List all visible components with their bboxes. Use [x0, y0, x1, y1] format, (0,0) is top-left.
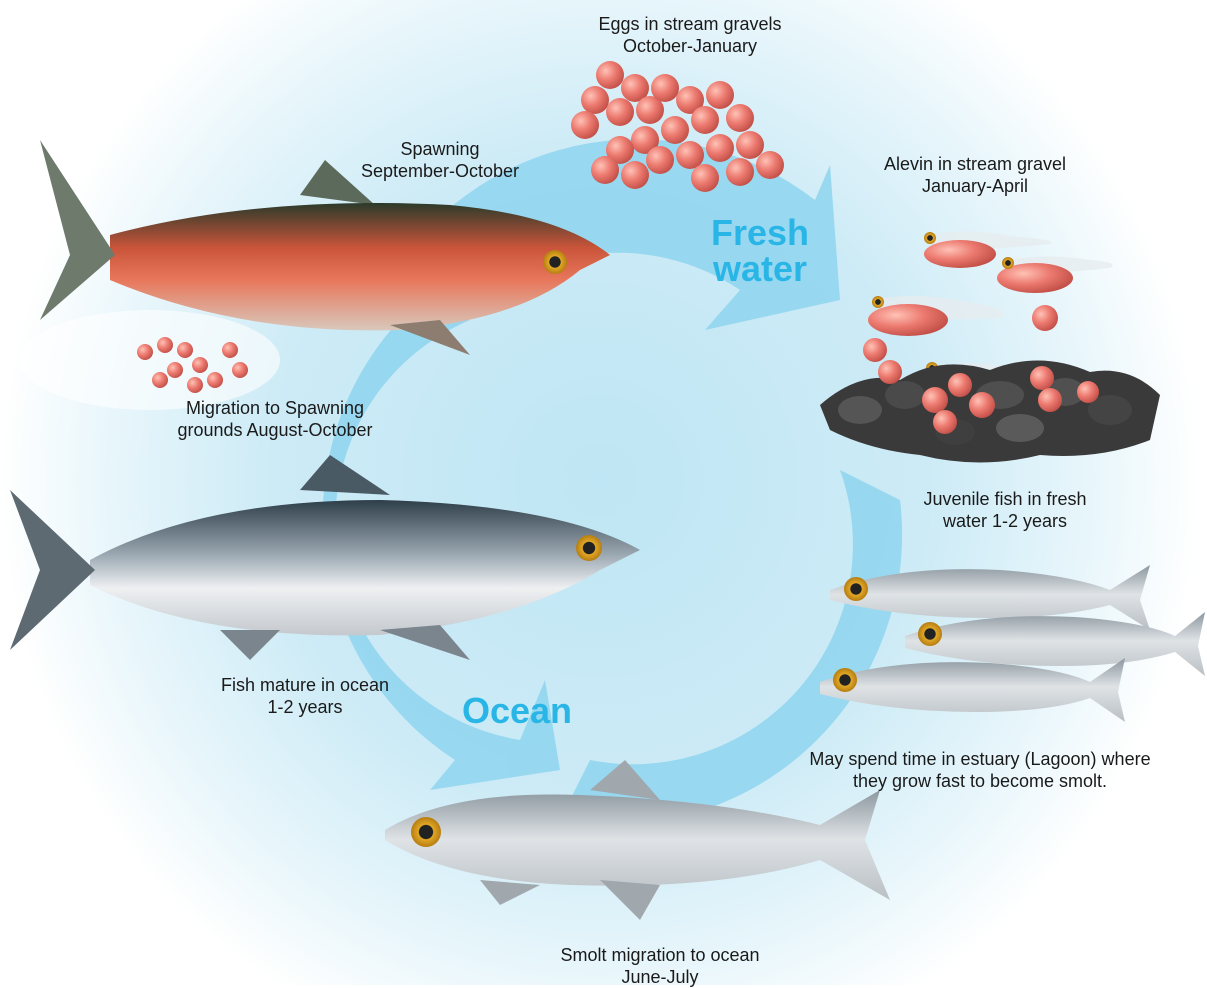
eggs-label-line1: Eggs in stream gravels [540, 13, 840, 35]
mature-label-line2: 1-2 years [185, 696, 425, 718]
eggs-label-line2: October-January [540, 35, 840, 57]
spawning-label: Spawning September-October [320, 138, 560, 182]
fresh-word: Fresh [700, 215, 820, 251]
migration-label-line2: grounds August-October [140, 419, 410, 441]
ocean-word: Ocean [452, 693, 582, 729]
alevin-label-line1: Alevin in stream gravel [845, 153, 1105, 175]
juvenile-label-line2: water 1-2 years [890, 510, 1120, 532]
alevin-label: Alevin in stream gravel January-April [845, 153, 1105, 197]
fresh-water-label: Fresh water [700, 215, 820, 287]
juvenile-label: Juvenile fish in fresh water 1-2 years [890, 488, 1120, 532]
juvenile-label-line1: Juvenile fish in fresh [890, 488, 1120, 510]
migration-label: Migration to Spawning grounds August-Oct… [140, 397, 410, 441]
alevin-label-line2: January-April [845, 175, 1105, 197]
ocean-label: Ocean [452, 693, 582, 729]
estuary-label-line2: they grow fast to become smolt. [760, 770, 1200, 792]
estuary-label: May spend time in estuary (Lagoon) where… [760, 748, 1200, 792]
migration-eggs [20, 310, 280, 410]
spawning-label-line1: Spawning [320, 138, 560, 160]
water-word: water [700, 251, 820, 287]
mature-label-line1: Fish mature in ocean [185, 674, 425, 696]
eggs-label: Eggs in stream gravels October-January [540, 13, 840, 57]
spawning-label-line2: September-October [320, 160, 560, 182]
migration-label-line1: Migration to Spawning [140, 397, 410, 419]
smolt-label: Smolt migration to ocean June-July [520, 944, 800, 988]
smolt-label-line1: Smolt migration to ocean [520, 944, 800, 966]
mature-label: Fish mature in ocean 1-2 years [185, 674, 425, 718]
estuary-label-line1: May spend time in estuary (Lagoon) where [760, 748, 1200, 770]
